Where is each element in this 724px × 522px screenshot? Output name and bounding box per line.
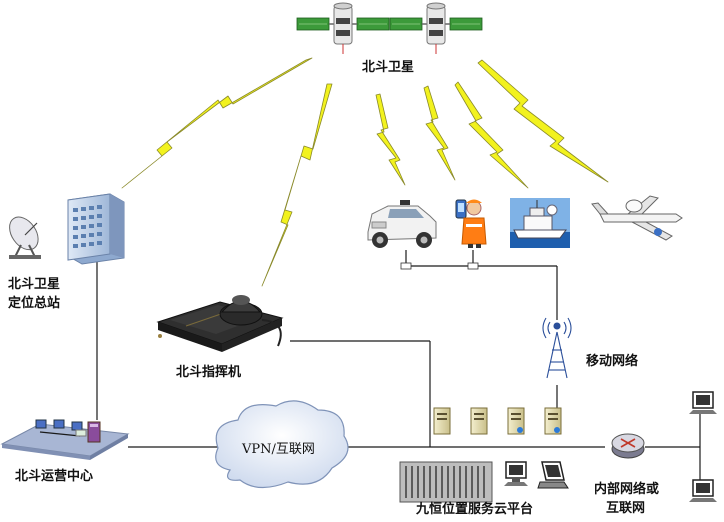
connector-node — [400, 262, 412, 270]
operations-center-icon — [0, 419, 130, 460]
computer-terminal-icon — [689, 391, 717, 414]
lightning-to-car — [375, 93, 406, 186]
operation-center-label: 北斗运营中心 — [15, 469, 94, 484]
lightning-to-airplane — [477, 59, 609, 183]
mobile-network-label: 移动网络 — [586, 354, 639, 369]
lightning-to-ground-station — [121, 57, 313, 189]
beidou-commander-device-icon — [156, 295, 284, 352]
mobile-user-icon — [455, 199, 487, 248]
internal-network-label-line2: 互联网 — [606, 501, 646, 516]
airplane-icon — [591, 195, 683, 241]
ground-station-label-line1: 北斗卫星 — [8, 277, 61, 292]
cloud-icon — [215, 400, 349, 489]
lightning-to-person — [423, 85, 456, 181]
server-icon — [507, 407, 525, 435]
ground-station-label-line2: 定位总站 — [8, 296, 61, 311]
vpn-internet-label: VPN/互联网 — [242, 442, 315, 457]
router-icon — [611, 433, 645, 459]
satellite-icon — [389, 2, 483, 54]
internal-network-label-line1: 内部网络或 — [594, 482, 660, 497]
computer-terminal-icon — [537, 461, 569, 489]
satellites-label: 北斗卫星 — [362, 60, 415, 75]
computer-terminal-icon — [689, 479, 717, 502]
server-icon — [544, 407, 562, 435]
server-icon — [470, 407, 488, 435]
suv-car-icon — [367, 200, 437, 248]
wireless-links — [121, 57, 609, 287]
ship-icon — [510, 198, 570, 248]
computer-terminal-icon — [504, 461, 528, 486]
server-rack-icon — [399, 461, 493, 503]
connector-node — [467, 262, 479, 270]
network-links — [96, 250, 701, 495]
cloud-platform-label: 九恒位置服务云平台 — [416, 502, 534, 517]
cell-tower-icon — [542, 317, 572, 379]
lightning-to-ship — [454, 81, 529, 189]
satellite-icon — [296, 2, 390, 54]
satellite-dish-icon — [9, 216, 41, 259]
office-building-icon — [67, 193, 125, 265]
commander-label: 北斗指挥机 — [176, 365, 242, 380]
lightning-to-commander — [261, 83, 333, 287]
server-icon — [433, 407, 451, 435]
